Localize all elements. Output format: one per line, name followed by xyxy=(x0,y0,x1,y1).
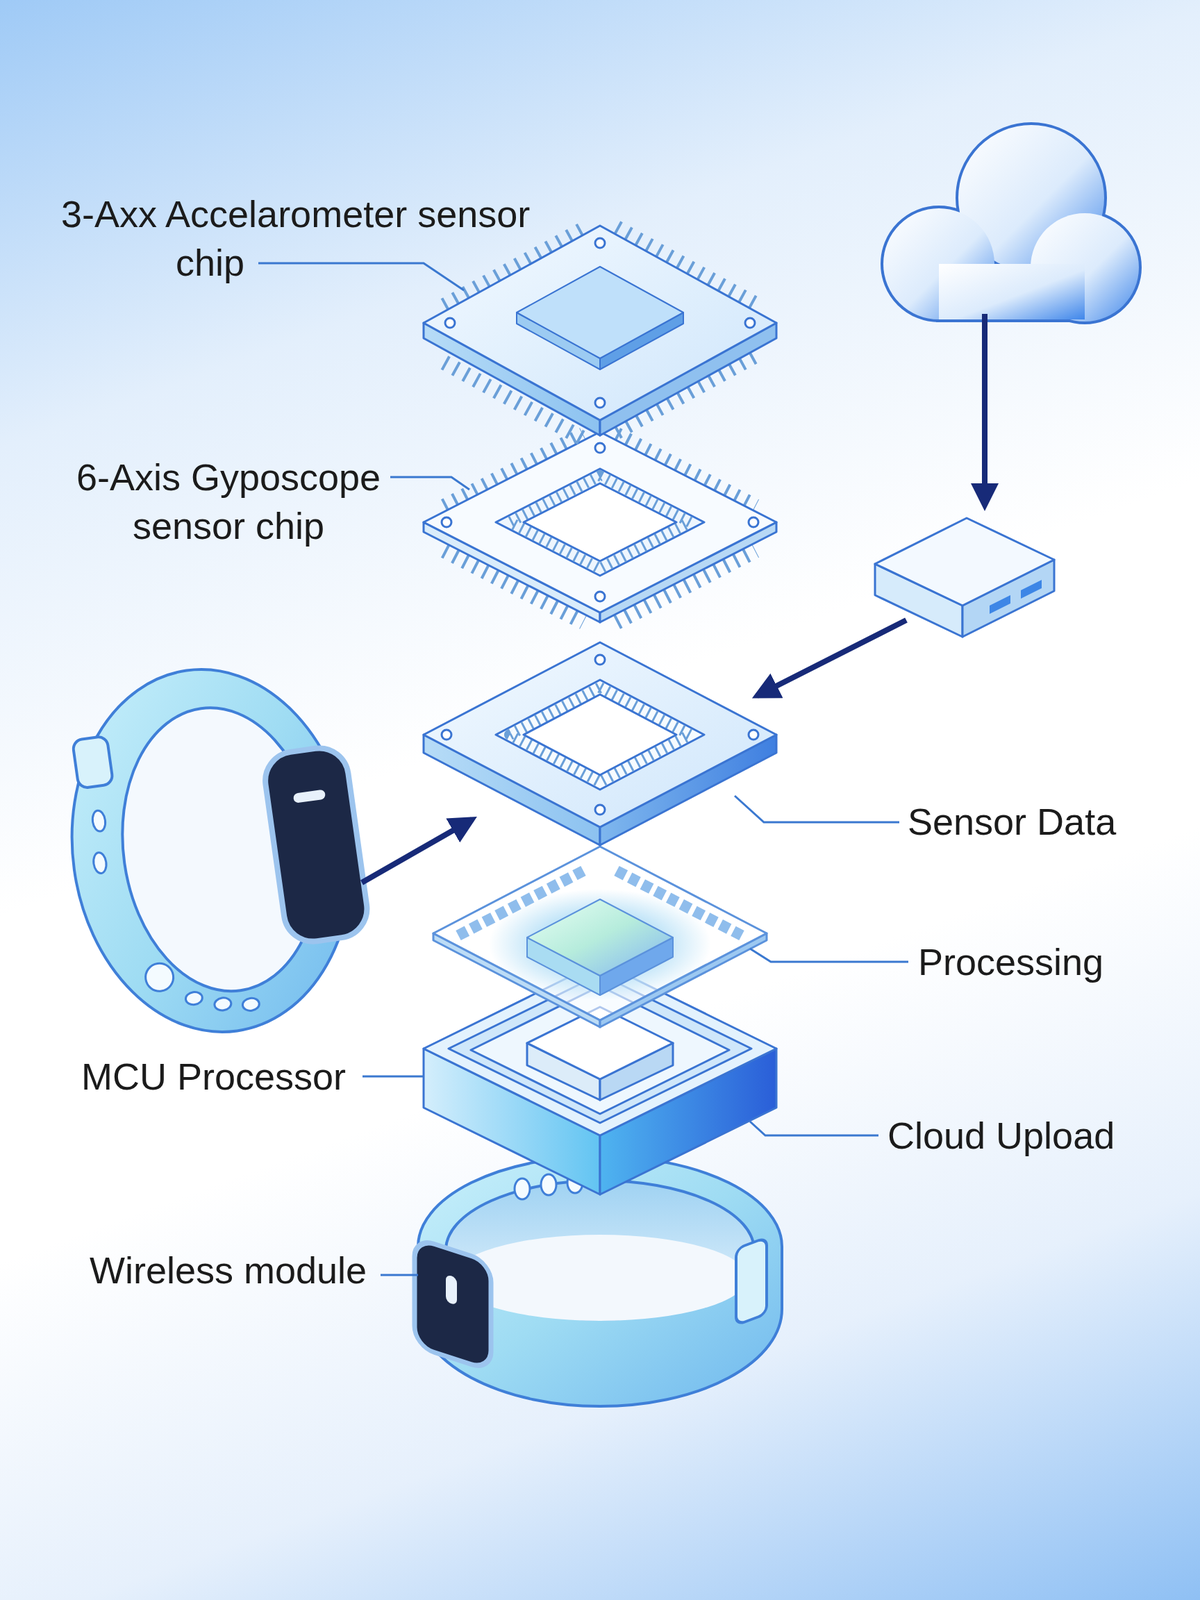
processing-layer xyxy=(488,888,712,1000)
wristband-side xyxy=(72,735,114,789)
gyroscope-chip xyxy=(495,468,705,576)
flow-arrow xyxy=(361,313,985,883)
cloud-icon xyxy=(883,125,1139,322)
sensor-data-layer xyxy=(595,654,605,665)
wristband-side xyxy=(90,809,107,832)
sensor-data-layer xyxy=(523,694,677,775)
gyroscope-chip xyxy=(748,517,759,528)
processing-layer xyxy=(527,899,673,976)
sensor-data-layer xyxy=(509,687,691,782)
processing-layer xyxy=(433,846,767,1028)
sensor-data-layer xyxy=(748,729,759,740)
cloud-icon xyxy=(883,125,1139,322)
wristband-side xyxy=(213,996,232,1012)
leader-line xyxy=(750,948,909,962)
processing-layer xyxy=(433,846,767,1021)
gateway-hub xyxy=(989,595,1011,614)
part-label: Wireless module xyxy=(89,1245,423,1295)
accelerometer-chip xyxy=(595,238,605,248)
leader-line xyxy=(390,477,470,490)
flow-arrow xyxy=(361,819,473,883)
leader-line xyxy=(380,1274,419,1277)
wristband-side xyxy=(241,997,260,1012)
sensor-data-layer xyxy=(423,642,777,828)
wristband-side xyxy=(293,789,327,804)
leader-line xyxy=(258,263,464,291)
accelerometer-chip xyxy=(423,225,777,439)
cloud-icon xyxy=(938,263,1085,320)
wristband-front xyxy=(452,1234,748,1321)
gateway-hub xyxy=(1020,579,1042,599)
leader-line xyxy=(362,1075,424,1078)
accelerometer-chip xyxy=(445,318,455,328)
gyroscope-chip xyxy=(441,517,452,528)
sensor-data-layer xyxy=(595,804,605,815)
wristband-side xyxy=(143,961,175,994)
gateway-hub xyxy=(875,518,1055,637)
sensor-data-layer xyxy=(423,642,777,846)
gyroscope-chip xyxy=(595,591,605,602)
gateway-hub xyxy=(875,518,1055,606)
gyroscope-chip xyxy=(423,431,777,613)
part-label: 3-Axx Accelarometer sensor chip xyxy=(175,189,565,287)
wristband-side xyxy=(261,744,371,946)
cloud-icon xyxy=(938,263,1085,320)
accelerometer-chip xyxy=(595,397,605,408)
gyroscope-chip xyxy=(423,431,777,623)
accelerometer-chip xyxy=(516,266,684,359)
leader-line xyxy=(258,263,909,1275)
wristband-front xyxy=(414,1237,491,1371)
wristband-front xyxy=(736,1237,767,1325)
part-label: Sensor Data xyxy=(907,797,1200,846)
gyroscope-chip xyxy=(595,443,605,453)
part-label: 6-Axis Gyposcope sensor chip xyxy=(54,452,403,550)
part-label: MCU Processor xyxy=(81,1052,415,1101)
accelerometer-chip xyxy=(423,225,777,421)
wristband-side xyxy=(48,650,382,1050)
wristband-side xyxy=(48,651,375,1051)
part-label: Processing xyxy=(918,937,1196,987)
wristband-side xyxy=(184,990,203,1006)
flow-arrow xyxy=(981,313,988,506)
sensor-data-layer xyxy=(495,679,705,790)
wristband-front xyxy=(540,1174,557,1196)
sensor-data-layer xyxy=(441,729,452,740)
wristband-front xyxy=(445,1274,457,1306)
part-label: Cloud Upload xyxy=(887,1111,1194,1160)
wristband-front xyxy=(414,1237,491,1371)
cloud-icon xyxy=(883,125,1139,322)
flow-arrow xyxy=(756,620,907,696)
accelerometer-chip xyxy=(745,318,755,328)
leader-line xyxy=(734,795,900,823)
gyroscope-chip xyxy=(523,483,677,562)
wristband-front xyxy=(514,1178,530,1200)
leader-line xyxy=(750,1121,879,1136)
wristband-side xyxy=(92,851,108,874)
gyroscope-chip xyxy=(509,475,691,569)
